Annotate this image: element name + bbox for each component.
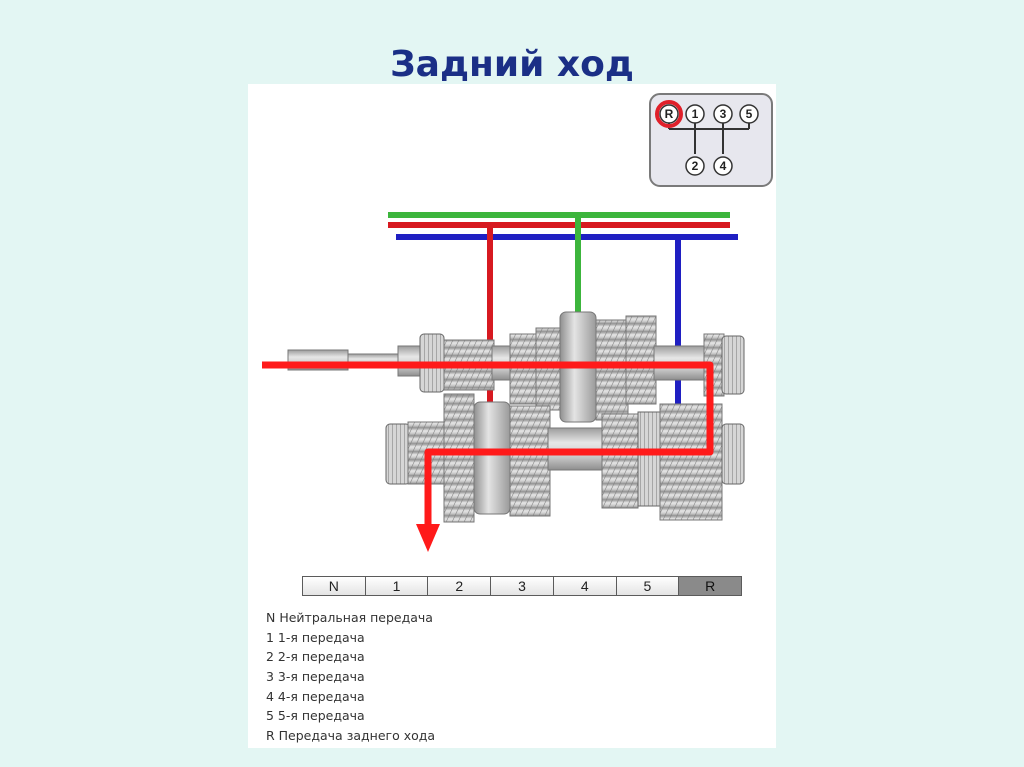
legend-item: 5 5-я передача [266, 708, 365, 724]
blue-shift-fork [675, 234, 681, 449]
shift-label: 4 [720, 159, 727, 173]
gear-cell-3: 3 [491, 577, 554, 595]
shift-label: 5 [746, 107, 753, 121]
blue-shift-rod [396, 234, 738, 240]
red-shift-fork [487, 224, 493, 444]
legend-item: 3 3-я передача [266, 669, 365, 685]
gearbox-diagram: R 1 3 5 2 4 [262, 93, 773, 552]
diagram-panel: R 1 3 5 2 4 [248, 84, 776, 748]
slide-title: Задний ход [390, 44, 634, 85]
green-shift-fork [575, 212, 581, 358]
shift-label: 1 [692, 107, 699, 121]
shift-pattern: R 1 3 5 2 4 [649, 93, 773, 187]
gear-cell-r: R [679, 577, 742, 595]
legend-item: 2 2-я передача [266, 649, 365, 665]
gear-cell-2: 2 [428, 577, 492, 595]
countershaft-gears [385, 393, 745, 523]
gear-cell-4: 4 [553, 577, 617, 595]
gear-cell-n: N [303, 577, 366, 595]
shift-label: R [665, 107, 674, 121]
red-shift-rod [388, 222, 730, 228]
selector-ring [655, 100, 683, 128]
main-shaft-gears [491, 311, 745, 423]
legend-item: N Нейтральная передача [266, 610, 433, 625]
power-flow-arrow [416, 524, 440, 552]
gear-cell-5: 5 [616, 577, 680, 595]
legend-item: R Передача заднего хода [266, 728, 436, 744]
gear-selector-strip: N 1 2 3 4 5 R [302, 576, 742, 596]
shift-label: 2 [692, 159, 699, 173]
shift-rods [388, 212, 738, 449]
gear-cell-1: 1 [365, 577, 429, 595]
legend-item: 4 4-я передача [266, 688, 365, 704]
legend-item: 1 1-я передача [266, 629, 365, 645]
green-shift-rod [388, 212, 730, 218]
shift-label: 3 [720, 107, 727, 121]
gear-legend: N Нейтральная передача 1 1-я передача 2 … [266, 608, 435, 746]
power-flow-path [262, 361, 714, 529]
